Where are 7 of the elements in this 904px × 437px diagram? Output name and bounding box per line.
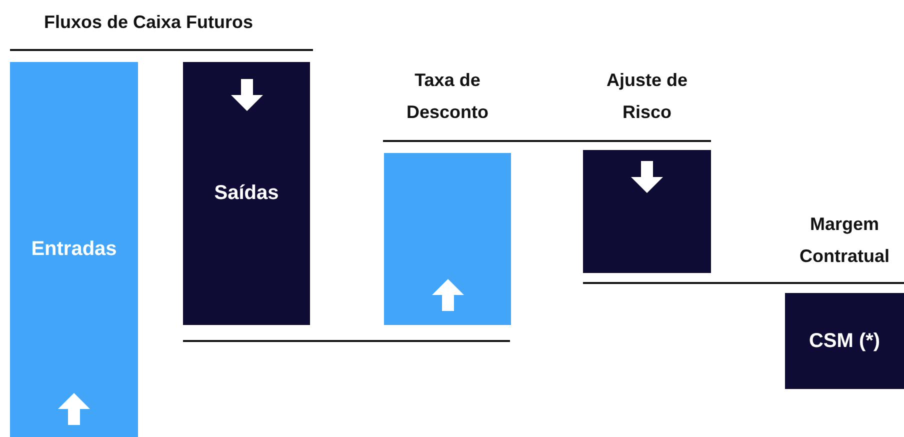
bar-label: Saídas — [214, 182, 279, 205]
column-heading: Margem Contratual — [798, 213, 890, 268]
column-heading: Ajuste de Risco — [605, 69, 689, 124]
column-heading: Taxa de Desconto — [405, 69, 490, 124]
bar-label: CSM (*) — [808, 330, 880, 352]
group-heading: Fluxos de Caixa Futuros — [44, 12, 254, 33]
bar-label: Entradas — [31, 238, 117, 261]
